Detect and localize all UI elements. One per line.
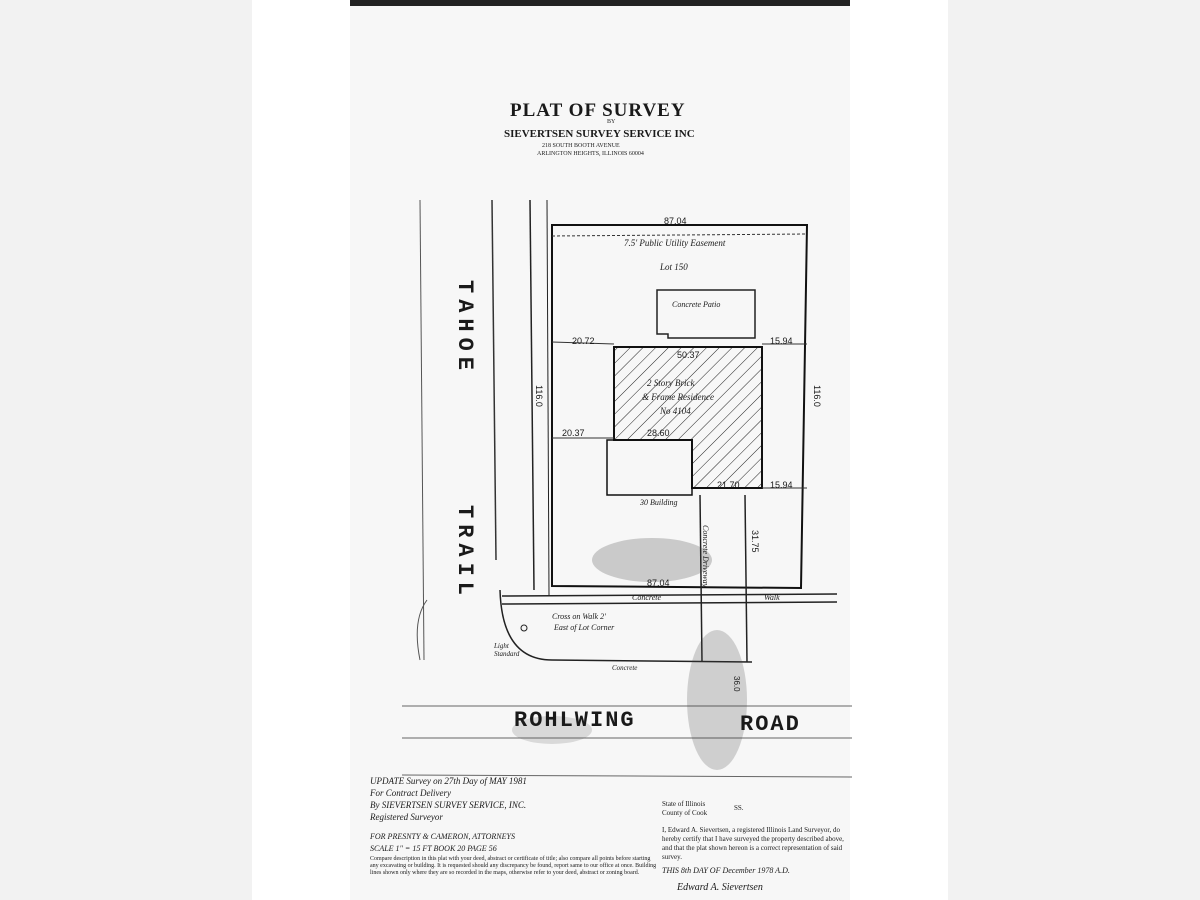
walk-line-2 [501,601,838,605]
building-label: 30 Building [640,498,678,507]
curb-curve [499,589,753,663]
driveway-label: Concrete Driveway [701,525,710,588]
plat-drawing [401,199,853,778]
driveway-line-1 [699,494,703,663]
disclaimer-text: Compare description in this plat with yo… [370,856,657,876]
ss-mark: SS. [734,804,744,812]
update-note-3: By SIEVERTSEN SURVEY SERVICE, INC. [370,800,527,810]
house-label-3: No 4104 [660,406,691,416]
street-line-west-3 [529,199,535,591]
dim-house-mid: 28.60 [647,428,670,438]
street-name-road: ROAD [740,712,801,737]
scan-top-edge [350,0,850,6]
dim-setback-west-2: 20.37 [562,428,585,438]
update-note-4: Registered Surveyor [370,812,443,822]
dim-south: 87.04 [647,578,670,588]
by-label: BY [607,119,616,125]
company-name: SIEVERTSEN SURVEY SERVICE INC [504,128,695,140]
surveyor-signature: Edward A. Sievertsen [677,882,763,893]
corner-concrete-label: Concrete [612,664,638,672]
survey-paper [350,0,850,900]
dim-house-bottom: 21.70 [717,480,740,490]
house-footprint [613,346,763,489]
house-label-1: 2 Story Brick [647,378,695,388]
light-standard-label: Light Standard [494,642,520,658]
certification-text: I, Edward A. Sievertsen, a registered Il… [662,826,844,861]
walk-label-concrete: Concrete [632,593,662,602]
street-line-west-2 [491,199,497,561]
update-note-2: For Contract Delivery [370,788,451,798]
walk-label-walk: Walk [764,593,780,602]
dim-house-top: 50.37 [677,350,700,360]
patio-label: Concrete Patio [672,300,721,309]
for-line: FOR PRESNTY & CAMERON, ATTORNEYS [370,832,515,841]
dim-driveway-length: 31.75 [750,530,760,553]
scale-line: SCALE 1" = 15 FT BOOK 20 PAGE 56 [370,844,497,853]
driveway-line-2 [744,494,748,663]
easement-label: 7.5' Public Utility Easement [624,238,726,248]
street-name-trail: TRAIL [452,505,477,602]
company-address-2: ARLINGTON HEIGHTS, ILLINOIS 60004 [537,151,644,157]
cross-mark-label-2: East of Lot Corner [554,623,615,632]
state-line: State of Illinois [662,800,706,808]
cross-mark-label-1: Cross on Walk 2' [552,612,606,621]
easement-line [551,233,808,237]
light-standard-marker [520,624,528,632]
dim-setback-west-1: 20.72 [572,336,595,346]
dim-east: 116.0 [812,385,822,407]
patio-outline [656,289,756,339]
dim-line-west-setback-1 [551,341,615,345]
dim-setback-east-2: 15.94 [770,480,793,490]
house-label-2: & Frame Residence [642,392,714,402]
scan-smudge-1 [592,538,712,582]
street-name-tahoe: TAHOE [452,280,477,377]
street-line-west-1 [419,199,425,661]
update-note-1: UPDATE Survey on 27th Day of MAY 1981 [370,776,527,786]
walk-line-1 [501,593,838,597]
street-line-west-4 [546,199,550,596]
lot-boundary [551,224,809,590]
company-address-1: 218 SOUTH BOOTH AVENUE [542,143,620,149]
dim-north: 87.04 [664,216,687,226]
date-line: THIS 8th DAY OF December 1978 A.D. [662,866,790,875]
lot-label: Lot 150 [660,262,688,272]
dim-setback-east: 15.94 [770,336,793,346]
dim-front: 36.0 [732,676,741,692]
document-page: PLAT OF SURVEY BY SIEVERTSEN SURVEY SERV… [252,0,948,900]
street-name-rohlwing: ROHLWING [514,708,636,733]
county-line: County of Cook [662,809,708,817]
dim-west: 116.0 [534,385,544,407]
curb-curve-west [416,599,428,661]
road-line-3 [401,774,853,778]
document-title: PLAT OF SURVEY [510,100,686,121]
scan-smudge-2 [687,630,747,770]
garage-outline [606,439,693,496]
scan-smudge-3 [512,716,592,744]
